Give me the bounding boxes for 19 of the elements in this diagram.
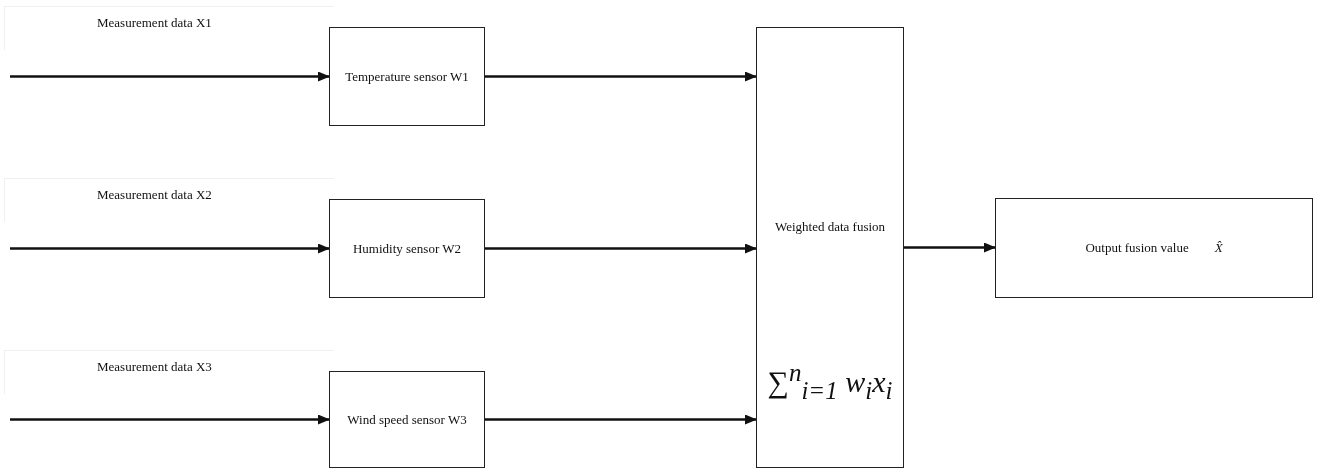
symbol: X̂ — [1214, 239, 1223, 257]
arrow — [10, 71, 330, 82]
node-text: Temperature sensor W1 — [345, 67, 469, 86]
sensor-box — [329, 371, 485, 468]
node-text: Weighted data fusion — [774, 218, 886, 236]
arrow — [485, 414, 757, 425]
node-text: Humidity sensor W2 — [352, 239, 462, 258]
output-box — [995, 198, 1313, 298]
arrow — [10, 414, 330, 425]
arrow — [485, 71, 757, 82]
sensor-box — [329, 199, 485, 298]
sensor-box — [329, 27, 485, 126]
arrow — [10, 243, 330, 254]
fusion-box — [756, 27, 904, 468]
node-text: Wind speed sensor W3 — [347, 410, 467, 429]
arrow — [904, 242, 996, 253]
node-text: Output fusion value — [1085, 239, 1189, 257]
formula: ∑$^{n}$$_{i=1}$ w$_{i}$x$_{i}$ — [767, 357, 893, 406]
arrow — [485, 243, 757, 254]
